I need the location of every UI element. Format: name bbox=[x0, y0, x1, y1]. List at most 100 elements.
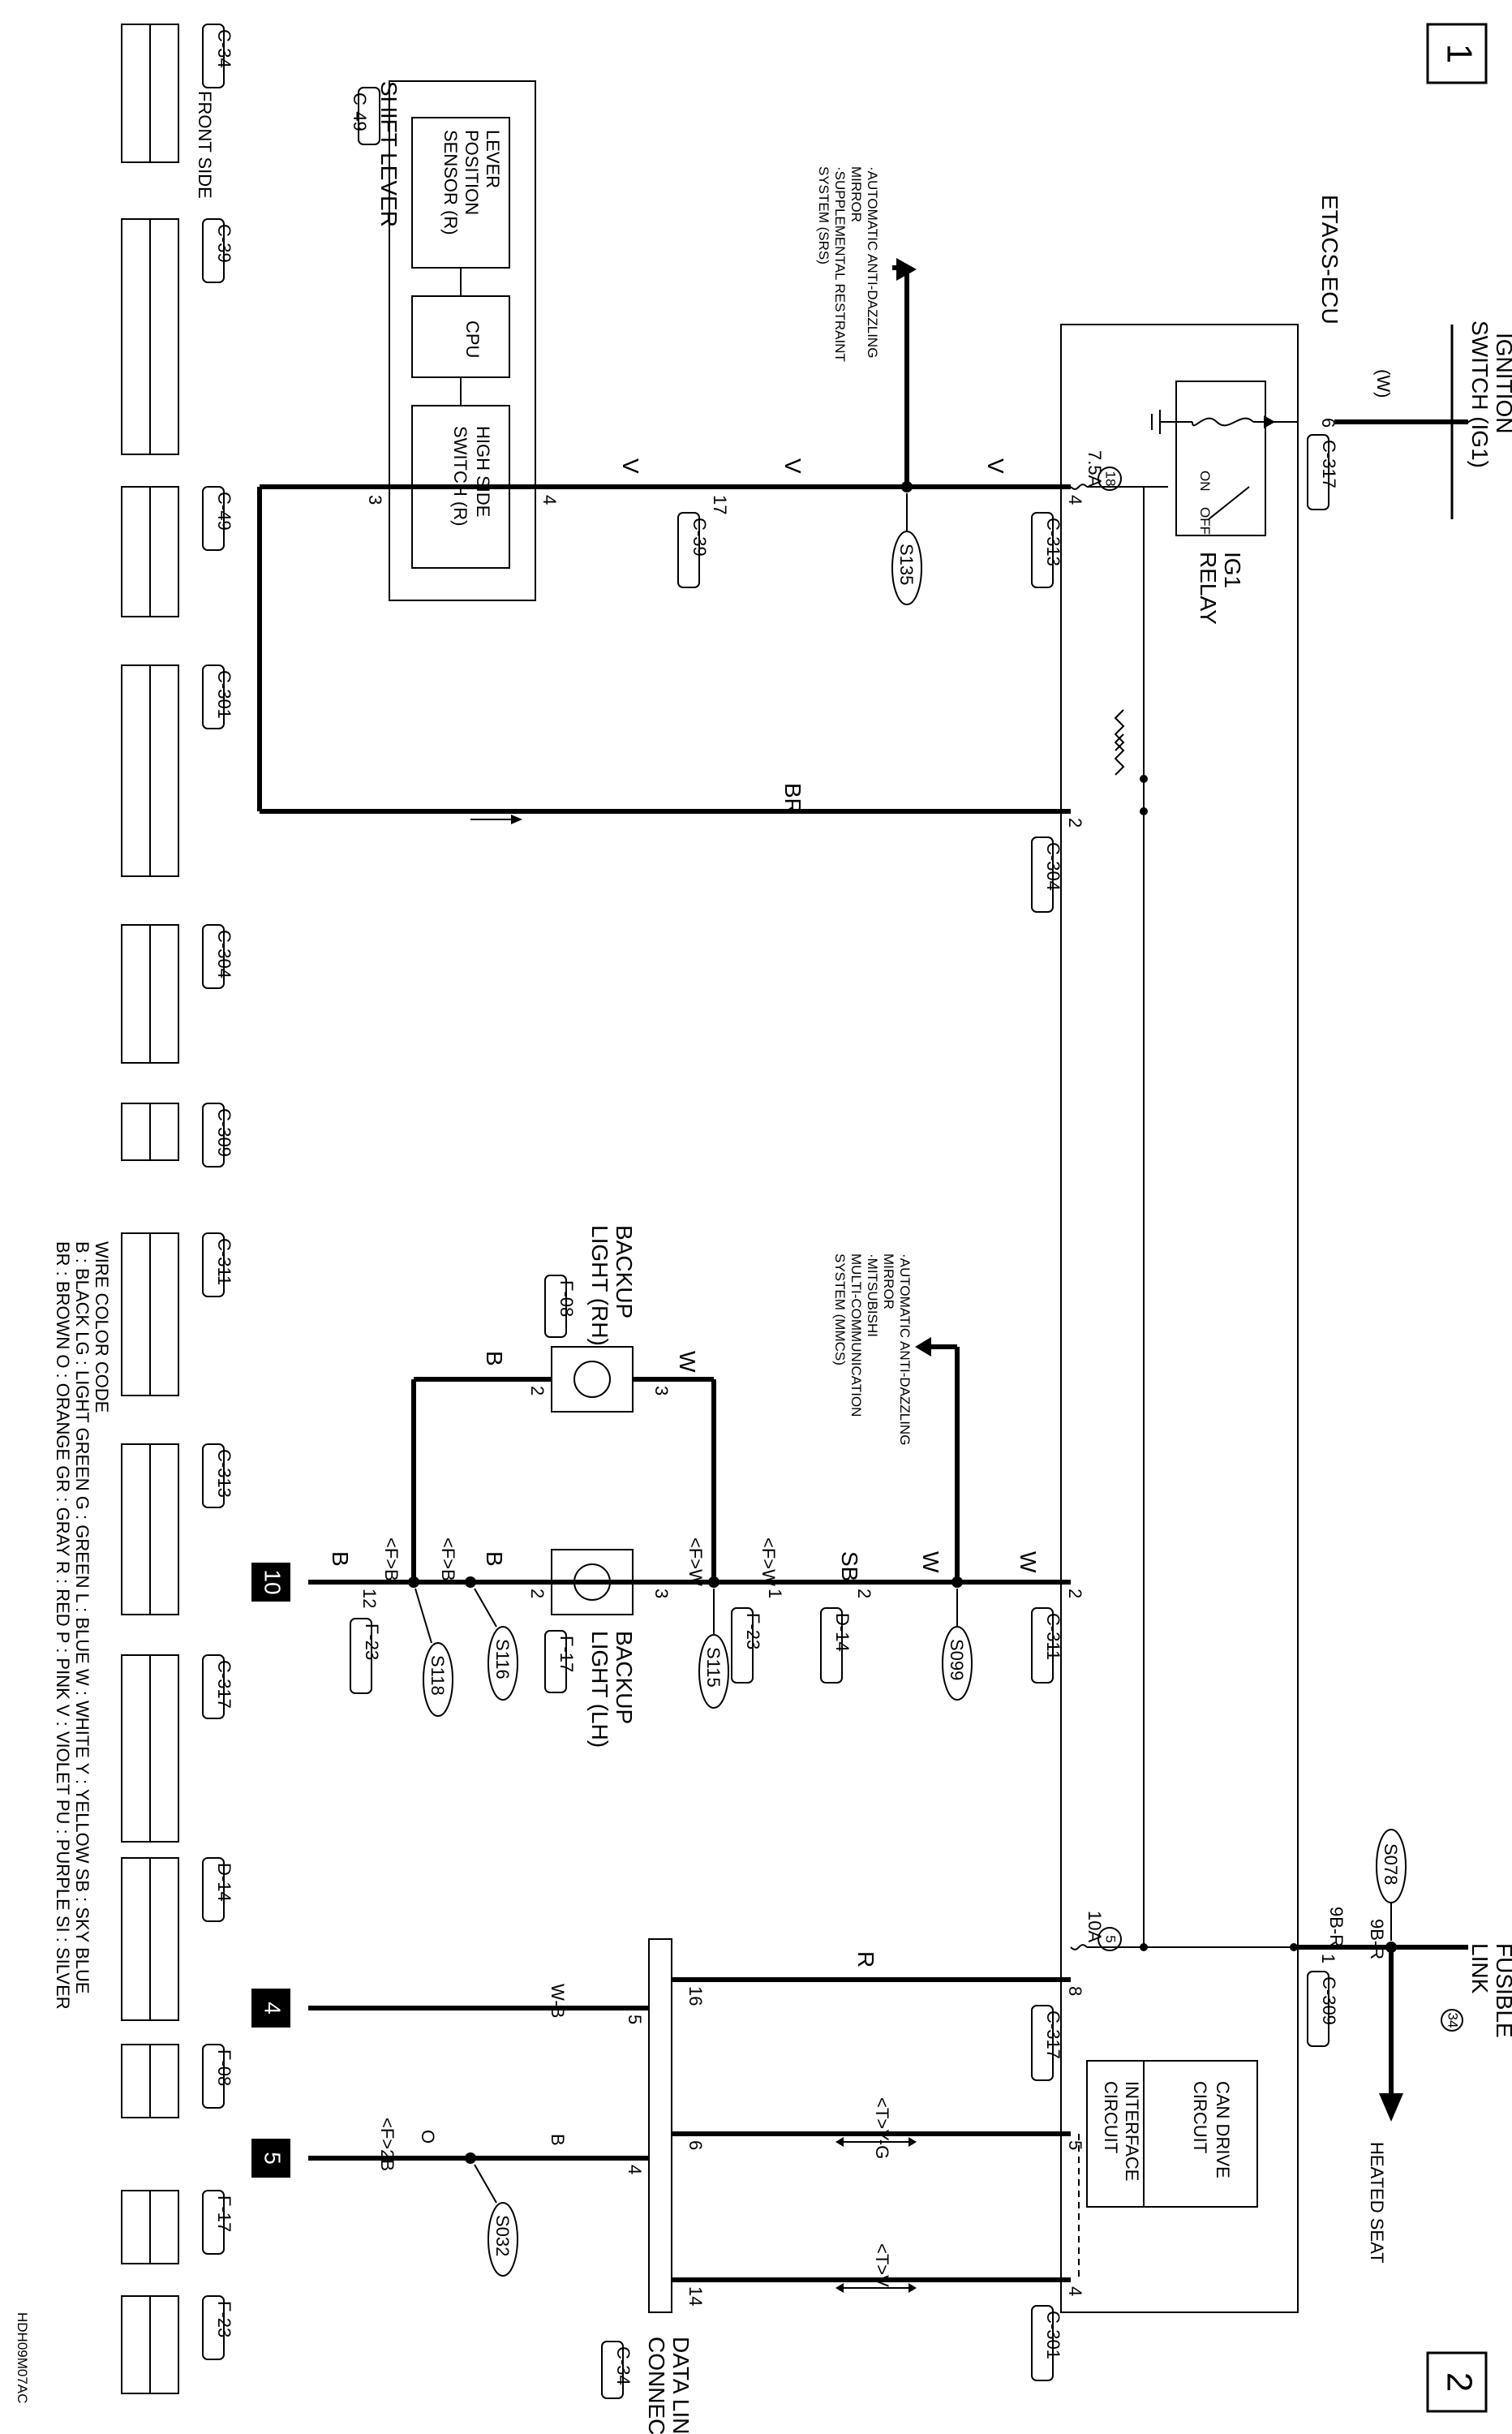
legend-connector-name: C-317 bbox=[214, 1660, 234, 1709]
connector-tag-c49 bbox=[358, 87, 380, 145]
rh-wire-w: W bbox=[675, 1351, 700, 1373]
relay-diode-icon bbox=[1264, 415, 1275, 428]
w-dest-3: ·MITSUBISHI bbox=[865, 1254, 880, 1337]
connector-front-side-note: FRONT SIDE bbox=[195, 91, 215, 199]
can-v-pin-dlc: 14 bbox=[685, 2286, 706, 2306]
fb-label-2: <F>B bbox=[381, 1537, 402, 1581]
shift-lever-connector: C-49 bbox=[350, 92, 370, 131]
connector-legend: C-34C-39C-49C-301C-304C-309C-311C-313C-3… bbox=[121, 24, 234, 2394]
fusible-pin: 1 bbox=[1318, 1954, 1338, 1963]
w-wire-label-2: W bbox=[918, 1551, 943, 1573]
wire-color-title: WIRE COLOR CODE bbox=[92, 1241, 112, 1413]
lh-pin-w: 3 bbox=[651, 1589, 672, 1598]
s118-splice-oval bbox=[423, 1642, 453, 1717]
high-side-switch-box bbox=[411, 405, 510, 569]
fb-label-1: <F>B bbox=[438, 1537, 458, 1581]
heated-seat-arrow-icon bbox=[1379, 2093, 1403, 2122]
fusible-wire-2: 9B-R bbox=[1326, 1907, 1347, 1947]
w-pin-ecu: 2 bbox=[1065, 1589, 1085, 1598]
ig1-relay-box bbox=[1175, 381, 1266, 536]
connector-tag-f23-1 bbox=[731, 1607, 754, 1684]
connector-tag-c301 bbox=[1031, 2305, 1054, 2381]
s032-splice-oval bbox=[488, 2202, 518, 2277]
v-arrow-left bbox=[835, 2283, 844, 2293]
connector-tag-f17 bbox=[544, 1630, 567, 1693]
relay-label-1: IG1 bbox=[1220, 552, 1245, 588]
w-wire-label-1: W bbox=[1016, 1551, 1041, 1573]
lh-label-1: BACKUP bbox=[612, 1631, 637, 1724]
f23-conn-2: F-23 bbox=[362, 1623, 382, 1660]
bulb-icon-rh bbox=[573, 1361, 611, 1398]
legend-connector-tag bbox=[202, 924, 225, 989]
can-v-wire-label: <T>V bbox=[872, 2243, 892, 2287]
fusible-wire-1: 9B-R bbox=[1367, 1919, 1387, 1959]
fuse5-rating: 10A bbox=[1085, 1911, 1105, 1942]
legend-connector-name: F-08 bbox=[214, 2049, 234, 2086]
fw-label-2: <F>W bbox=[685, 1537, 706, 1586]
legend-connector-tag bbox=[202, 1232, 225, 1297]
ignition-label-2: SWITCH (IG1) bbox=[1467, 320, 1493, 468]
r-pin-dlc: 16 bbox=[685, 1986, 706, 2006]
v-dest-4: SYSTEM (SRS) bbox=[816, 166, 831, 264]
v-wire-label-3: V bbox=[618, 458, 643, 474]
v-conn-c39: C-39 bbox=[689, 518, 710, 557]
legend-connector-tag bbox=[202, 1654, 225, 1719]
s032-leader bbox=[474, 2164, 497, 2204]
legend-connector-tag bbox=[202, 218, 225, 283]
etacs-ecu-box bbox=[1060, 324, 1299, 2313]
fuse18-circle bbox=[1097, 467, 1122, 491]
lh-label-2: LIGHT (LH) bbox=[587, 1631, 612, 1748]
cpu-label: CPU bbox=[462, 320, 483, 358]
d14-pin: 2 bbox=[854, 1589, 874, 1598]
v-arrow-right bbox=[908, 2283, 917, 2293]
legend-connector-name: C-311 bbox=[214, 1238, 234, 1285]
f23-conn-1: F-23 bbox=[743, 1613, 763, 1649]
rh-label-1: BACKUP bbox=[612, 1225, 637, 1318]
diagram-code: HDH09M07AC bbox=[15, 2312, 30, 2403]
ref-box-4 bbox=[251, 1989, 290, 2028]
fuse5-number: 5 bbox=[1103, 1935, 1119, 1942]
wire-color-line-2: BR : BROWN O : ORANGE GR : GRAY R : RED … bbox=[53, 1241, 73, 2010]
rh-connector: F-08 bbox=[556, 1280, 577, 1317]
legend-connector-name: F-23 bbox=[214, 2301, 234, 2337]
legend-connector-tag bbox=[202, 1103, 225, 1168]
page-number-bottom: 2 bbox=[1439, 2372, 1479, 2392]
ref-label-10: 10 bbox=[260, 1569, 286, 1594]
can-drive-label-1: CAN DRIVE bbox=[1213, 2081, 1233, 2178]
data-link-connector-box bbox=[648, 1938, 672, 2313]
br-wire-label: BR bbox=[780, 783, 805, 815]
fuse5-circle bbox=[1097, 1927, 1122, 1951]
legend-connector-name: C-313 bbox=[214, 1449, 234, 1498]
w-dest-2: MIRROR bbox=[881, 1254, 896, 1309]
wire-color-line-1: B : BLACK LG : LIGHT GREEN G : GREEN L :… bbox=[72, 1241, 92, 1994]
rh-pin-w: 3 bbox=[651, 1386, 672, 1395]
v-pin-c39: 17 bbox=[710, 495, 730, 514]
sensor-label-1: LEVER bbox=[483, 130, 503, 188]
w-conn-ecu: C-311 bbox=[1043, 1613, 1063, 1660]
connector-tag-c39 bbox=[677, 512, 700, 588]
can-v-conn: C-301 bbox=[1043, 2311, 1063, 2359]
heated-seat-label: HEATED SEAT bbox=[1367, 2142, 1387, 2264]
fuse5-icon bbox=[1070, 1944, 1088, 1950]
s116-leader bbox=[474, 1588, 497, 1628]
r-pin-ecu: 8 bbox=[1065, 1986, 1085, 1996]
dlc-label-2: CONNECTOR bbox=[644, 2337, 669, 2434]
connector-tag-f23-2 bbox=[350, 1618, 372, 1694]
shift-lever-box bbox=[389, 80, 536, 601]
etacs-ecu-label: ETACS-ECU bbox=[1317, 195, 1342, 325]
r-wire-label: R bbox=[853, 1951, 878, 1967]
sensor-label-2: POSITION bbox=[462, 130, 482, 215]
v-wire-label-2: V bbox=[780, 458, 805, 474]
connector-tag-c313 bbox=[1031, 512, 1054, 588]
legend-connector-name: C-304 bbox=[214, 930, 234, 978]
rh-wire-b: B bbox=[482, 1351, 507, 1366]
v-dest-3: ·SUPPLEMENTAL RESTRAINT bbox=[832, 166, 848, 362]
w-dest-1: ·AUTOMATIC ANTI-DAZZLING bbox=[897, 1254, 913, 1445]
dlc-label-1: DATA LINK bbox=[668, 2337, 694, 2434]
w-dest-4: MULTI-COMMUNICATION bbox=[848, 1254, 864, 1417]
fuse18-number: 18 bbox=[1103, 471, 1119, 487]
dlc-f2b-label: <F>2B bbox=[377, 2118, 397, 2171]
relay-label-2: RELAY bbox=[1196, 552, 1221, 625]
lh-pin-b: 2 bbox=[527, 1589, 548, 1598]
